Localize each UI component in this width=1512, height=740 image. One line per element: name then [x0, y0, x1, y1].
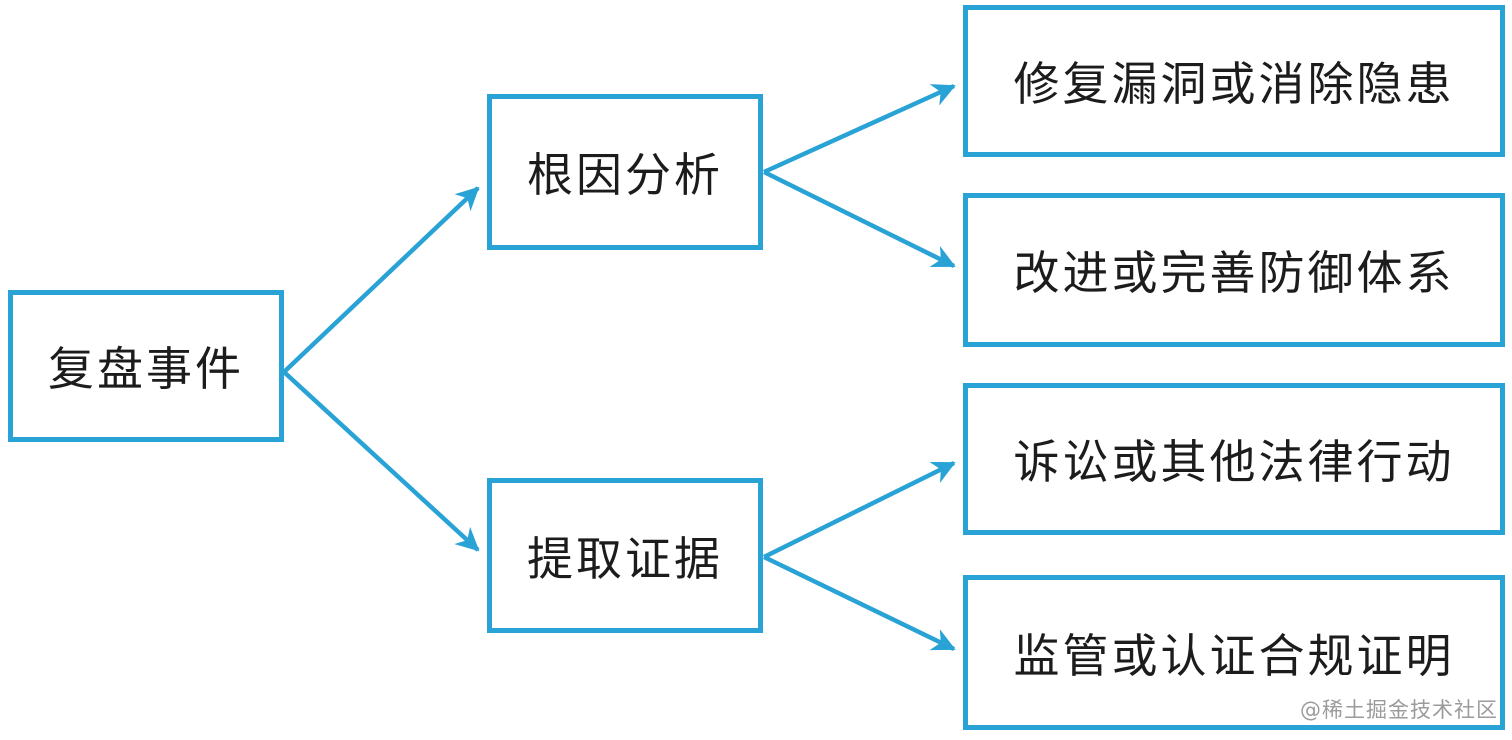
edge-review-to-evidence [282, 370, 480, 552]
node-legal-action-label: 诉讼或其他法律行动 [1013, 435, 1455, 489]
edge-root-cause-to-fix [763, 83, 956, 175]
node-compliance-proof-label: 监管或认证合规证明 [1013, 628, 1455, 683]
node-improve-defense-label: 改进或完善防御体系 [1013, 246, 1455, 300]
node-review-event-label: 复盘事件 [48, 342, 244, 396]
node-fix-vulnerabilities-label: 修复漏洞或消除隐患 [1013, 57, 1455, 111]
edge-root-cause-to-defense [763, 169, 956, 269]
node-fix-vulnerabilities: 修复漏洞或消除隐患 [963, 5, 1505, 157]
edge-review-to-root-cause [282, 186, 480, 374]
node-root-cause-analysis-label: 根因分析 [527, 148, 723, 202]
node-extract-evidence: 提取证据 [487, 478, 763, 633]
watermark: @稀土掘金技术社区 [1300, 698, 1498, 722]
node-compliance-proof: 监管或认证合规证明 [963, 575, 1505, 730]
node-improve-defense: 改进或完善防御体系 [963, 193, 1505, 347]
node-extract-evidence-label: 提取证据 [527, 531, 723, 586]
edge-evidence-to-compliance [763, 554, 956, 652]
edge-evidence-to-legal [763, 460, 956, 560]
node-root-cause-analysis: 根因分析 [487, 94, 763, 250]
node-legal-action: 诉讼或其他法律行动 [963, 383, 1505, 535]
node-review-event: 复盘事件 [8, 290, 284, 442]
